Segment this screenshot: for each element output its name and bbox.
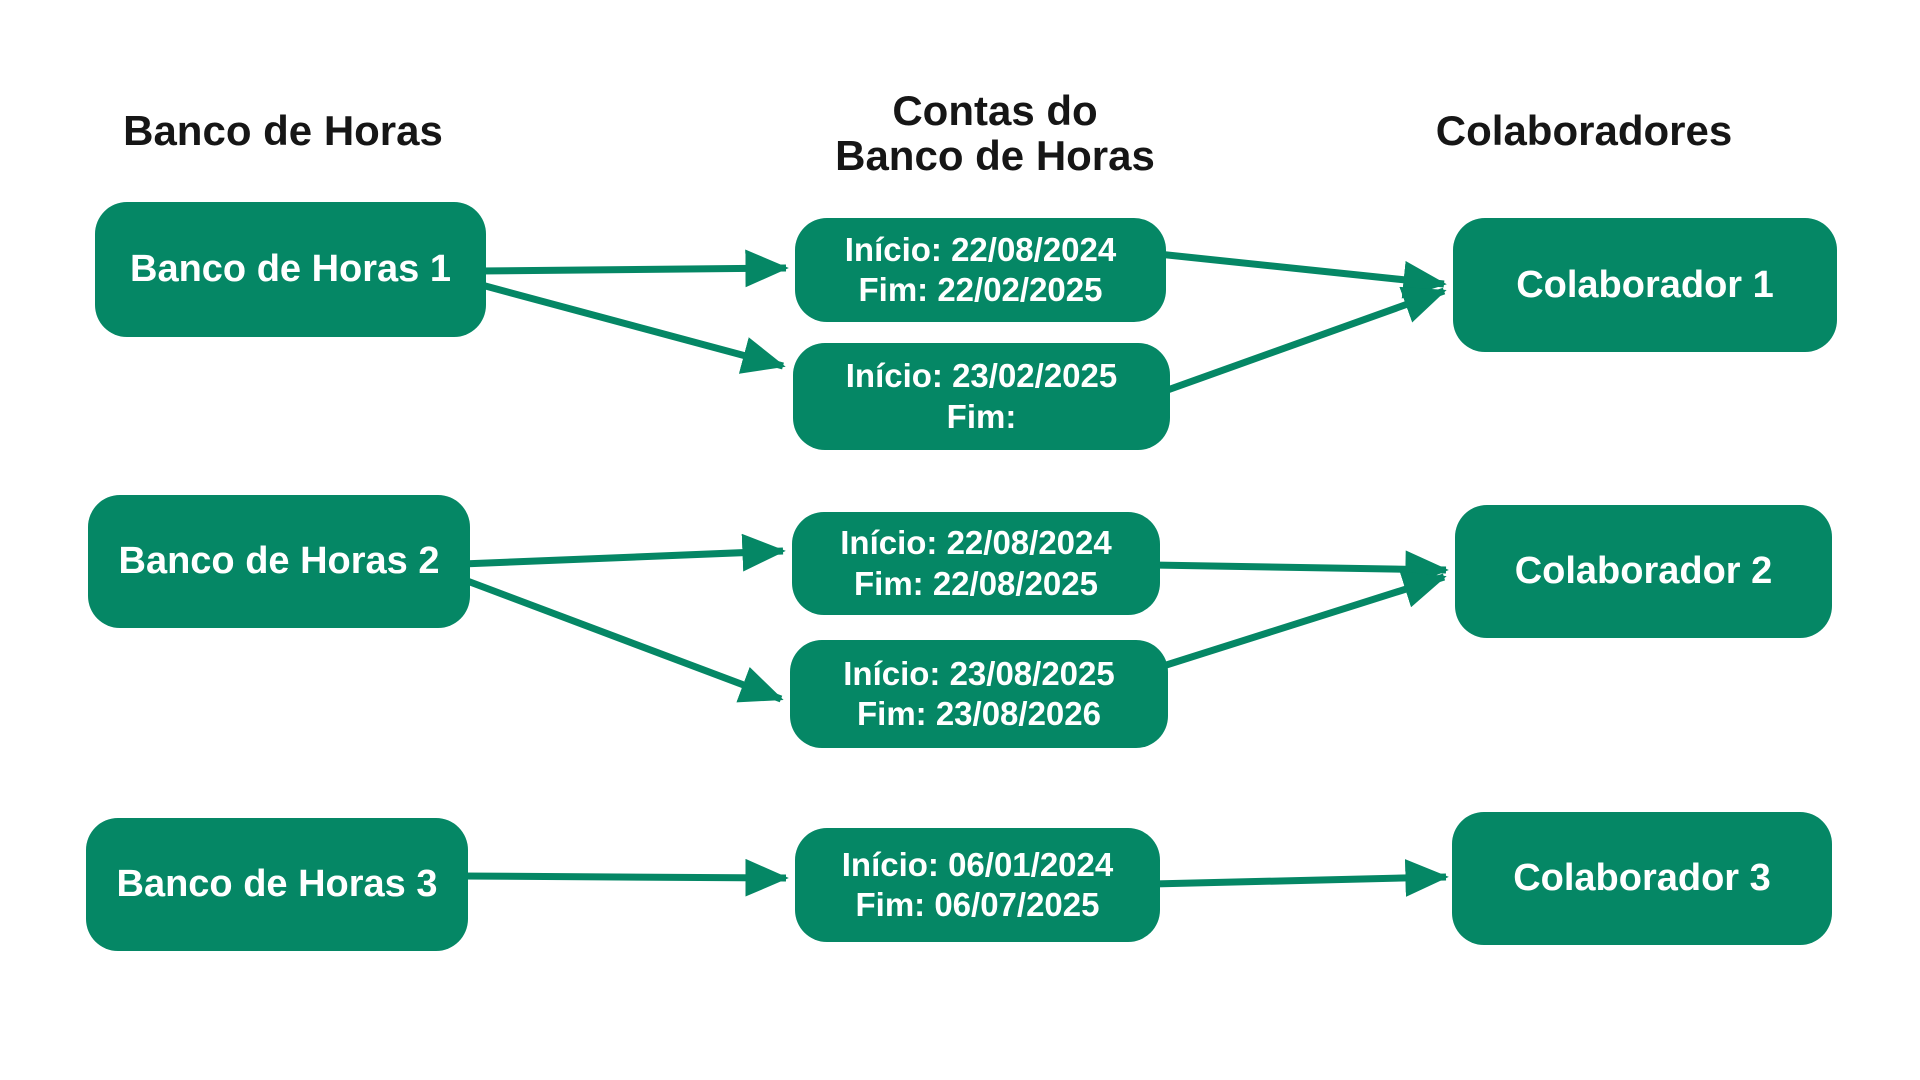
account-2-inicio: Início: 23/02/2025 [845, 357, 1118, 395]
account-1: Início: 22/08/2024 Fim: 22/02/2025 [795, 218, 1166, 322]
arrow-account1-collaborator1 [1157, 250, 1447, 299]
arrow-account5-collaborator3 [1151, 859, 1449, 897]
arrow-bank2-account3 [461, 533, 786, 572]
account-2: Início: 23/02/2025 Fim: [793, 343, 1170, 450]
collaborator-1-label: Colaborador 1 [1516, 263, 1774, 306]
column-header-accounts: Contas do Banco de Horas [800, 88, 1190, 179]
collaborator-3: Colaborador 3 [1452, 812, 1832, 945]
arrow-bank2-account4 [460, 575, 784, 703]
account-5-inicio: Início: 06/01/2024 [841, 845, 1114, 883]
account-3-fim: Fim: 22/08/2025 [854, 564, 1098, 602]
collaborator-1: Colaborador 1 [1453, 218, 1837, 352]
account-5: Início: 06/01/2024 Fim: 06/07/2025 [795, 828, 1160, 942]
column-header-banks-label: Banco de Horas [123, 107, 443, 154]
bank-3-label: Banco de Horas 3 [116, 863, 438, 905]
arrow-account4-collaborator2 [1158, 571, 1447, 671]
account-2-fim: Fim: [946, 397, 1017, 435]
bank-3: Banco de Horas 3 [86, 818, 468, 951]
account-4-inicio: Início: 23/08/2025 [843, 654, 1115, 692]
column-header-banks: Banco de Horas [88, 107, 478, 154]
bank-1-label: Banco de Horas 1 [130, 248, 451, 290]
arrow-account3-collaborator2 [1151, 550, 1449, 589]
column-header-collaborators: Colaboradores [1389, 107, 1779, 154]
column-header-collaborators-label: Colaboradores [1435, 107, 1733, 154]
account-1-inicio: Início: 22/08/2024 [844, 230, 1117, 268]
account-4-fim: Fim: 23/08/2026 [857, 695, 1101, 732]
collaborator-2: Colaborador 2 [1455, 505, 1832, 638]
arrow-bank1-account2 [477, 280, 786, 374]
arrow-bank3-account5 [459, 858, 789, 897]
account-4: Início: 23/08/2025 Fim: 23/08/2026 [790, 640, 1168, 748]
collaborator-2-label: Colaborador 2 [1514, 550, 1773, 592]
collaborator-3-label: Colaborador 3 [1513, 857, 1771, 899]
arrow-account2-collaborator1 [1160, 286, 1447, 396]
column-header-accounts-line1: Contas do [892, 87, 1098, 134]
account-1-fim: Fim: 22/02/2025 [858, 271, 1103, 308]
account-3: Início: 22/08/2024 Fim: 22/08/2025 [792, 512, 1160, 615]
bank-2-label: Banco de Horas 2 [118, 540, 440, 582]
account-5-fim: Fim: 06/07/2025 [855, 886, 1100, 923]
account-3-inicio: Início: 22/08/2024 [840, 524, 1112, 562]
bank-2: Banco de Horas 2 [88, 495, 470, 628]
column-header-accounts-line2: Banco de Horas [835, 132, 1155, 180]
bank-1: Banco de Horas 1 [95, 202, 486, 337]
arrow-bank1-account1 [477, 249, 789, 288]
